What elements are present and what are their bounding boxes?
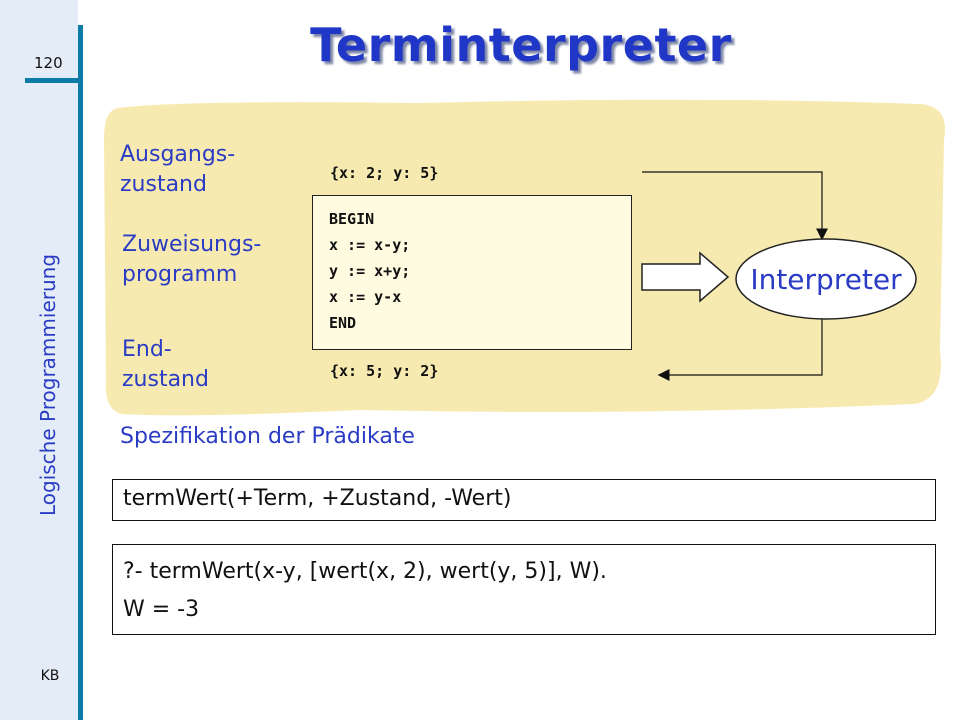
input-arrow-line [642,171,828,241]
end-state-label: End- zustand [122,337,209,392]
code-line: x := x-y; [329,236,411,254]
start-state-value: {x: 2; y: 5} [330,164,439,182]
interpreter-label: Interpreter [750,262,902,296]
start-state-label: Ausgangs- zustand [120,142,236,197]
block-arrow [641,251,730,303]
code-line: BEGIN [329,210,375,228]
code-line: y := x+y; [329,262,411,280]
code-line: END [329,314,357,332]
predicate-spec-box: termWert(+Term, +Zustand, -Wert) [112,479,936,521]
query-line: ?- termWert(x-y, [wert(x, 2), wert(y, 5)… [123,559,607,584]
query-result: W = -3 [123,597,200,622]
query-box: ?- termWert(x-y, [wert(x, 2), wert(y, 5)… [112,544,936,635]
sidebar [0,0,78,720]
output-arrow-line [657,318,823,381]
section-heading: Spezifikation der Prädikate [120,424,415,449]
predicate-spec: termWert(+Term, +Zustand, -Wert) [123,486,512,511]
interpreter-ellipse [735,238,917,320]
horizontal-rule [25,78,83,83]
vertical-rule [78,25,83,720]
page-number: 120 [34,54,63,72]
program-code-box: BEGIN x := x-y; y := x+y; x := y-x END [312,195,632,350]
end-state-value: {x: 5; y: 2} [330,362,439,380]
program-label: Zuweisungs- programm [122,232,262,287]
author-initials: KB [40,668,60,684]
code-line: x := y-x [329,288,402,306]
slide-title: Terminterpreter [310,18,732,72]
